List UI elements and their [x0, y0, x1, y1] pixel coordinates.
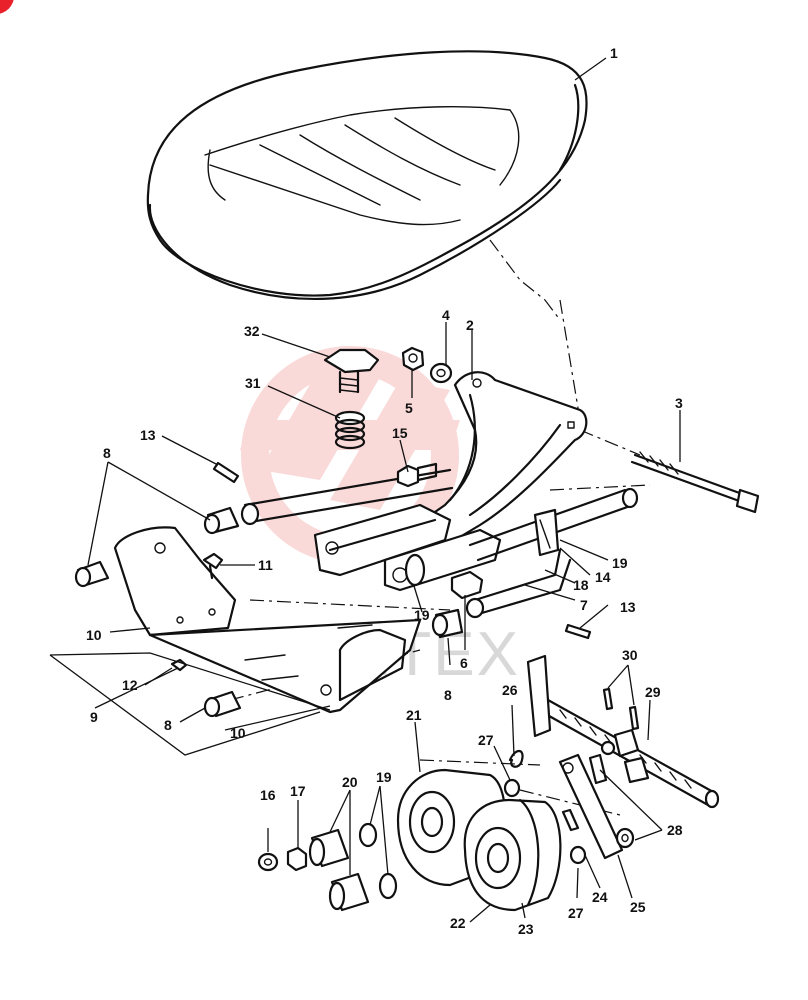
callout-26: 26	[502, 682, 518, 698]
washer-28	[615, 827, 635, 849]
bushing-20b	[328, 872, 370, 912]
callout-15: 15	[392, 425, 408, 441]
screw-11	[202, 552, 224, 580]
callout-9: 9	[90, 709, 98, 725]
callout-10-b: 10	[230, 725, 246, 741]
callout-13-a: 13	[140, 427, 156, 443]
callout-3: 3	[675, 395, 683, 411]
callout-27-b: 27	[568, 905, 584, 921]
block-6	[450, 570, 484, 600]
callout-12: 12	[122, 677, 138, 693]
nut-16	[257, 852, 279, 872]
bushing-20a	[308, 828, 350, 868]
nut-27a	[503, 778, 521, 798]
callout-23: 23	[518, 921, 534, 937]
callout-19-a: 19	[612, 555, 628, 571]
bushing-8b	[74, 560, 110, 588]
callout-19-b: 19	[414, 607, 430, 623]
callout-16: 16	[260, 787, 276, 803]
callout-8-c: 8	[164, 717, 172, 733]
pulley-housing-22-23	[463, 798, 562, 912]
adjusting-knob	[323, 348, 380, 394]
washer-19b	[358, 822, 378, 848]
washer-4	[429, 362, 453, 384]
callout-4: 4	[442, 307, 450, 323]
callout-20: 20	[342, 774, 358, 790]
bolt-15	[396, 462, 438, 488]
spring	[334, 410, 366, 450]
pins-30	[602, 687, 640, 731]
callout-21: 21	[406, 707, 422, 723]
bushing-8c	[203, 690, 242, 718]
nut-5	[401, 346, 425, 372]
collar-29	[600, 728, 650, 784]
callout-30: 30	[622, 647, 638, 663]
callout-1: 1	[610, 45, 618, 61]
nut-17	[286, 846, 308, 872]
bushing-8a	[203, 506, 240, 535]
callout-17: 17	[290, 783, 306, 799]
callout-13-b: 13	[620, 599, 636, 615]
washer-19-upper	[404, 553, 426, 587]
bushing-8d	[431, 608, 464, 639]
corner-mark	[0, 0, 14, 14]
callout-28: 28	[667, 822, 683, 838]
seat-cushion	[146, 50, 588, 301]
callout-19-c: 19	[376, 769, 392, 785]
callout-14: 14	[595, 569, 611, 585]
callout-6: 6	[460, 655, 468, 671]
nut-12	[170, 658, 188, 672]
callout-18: 18	[573, 577, 589, 593]
base-plate	[113, 526, 422, 714]
callout-5: 5	[405, 400, 413, 416]
handle-bar	[526, 654, 552, 738]
lever-24-25	[558, 753, 624, 860]
callout-10-a: 10	[86, 627, 102, 643]
washer-19c	[378, 872, 398, 900]
nut-27b	[569, 845, 587, 865]
leader-lines	[49, 57, 681, 923]
callout-22: 22	[450, 915, 466, 931]
callout-8-a: 8	[103, 445, 111, 461]
callout-2: 2	[466, 317, 474, 333]
callout-31: 31	[245, 375, 261, 391]
callout-24: 24	[592, 889, 608, 905]
callout-27-a: 27	[478, 732, 494, 748]
callout-11: 11	[258, 557, 273, 573]
callouts: 1 2 3 4 5 6 7 8 8 8 9 10 10 11 12 13 13 …	[86, 45, 683, 937]
pin-13-lower	[564, 623, 592, 640]
callout-29: 29	[645, 684, 661, 700]
callout-7: 7	[580, 597, 588, 613]
clip-26	[508, 749, 524, 768]
callout-25: 25	[630, 899, 646, 915]
callout-8-b: 8	[444, 687, 452, 703]
long-bolt	[630, 451, 760, 514]
pin-13-upper	[212, 461, 240, 484]
callout-32: 32	[244, 323, 260, 339]
